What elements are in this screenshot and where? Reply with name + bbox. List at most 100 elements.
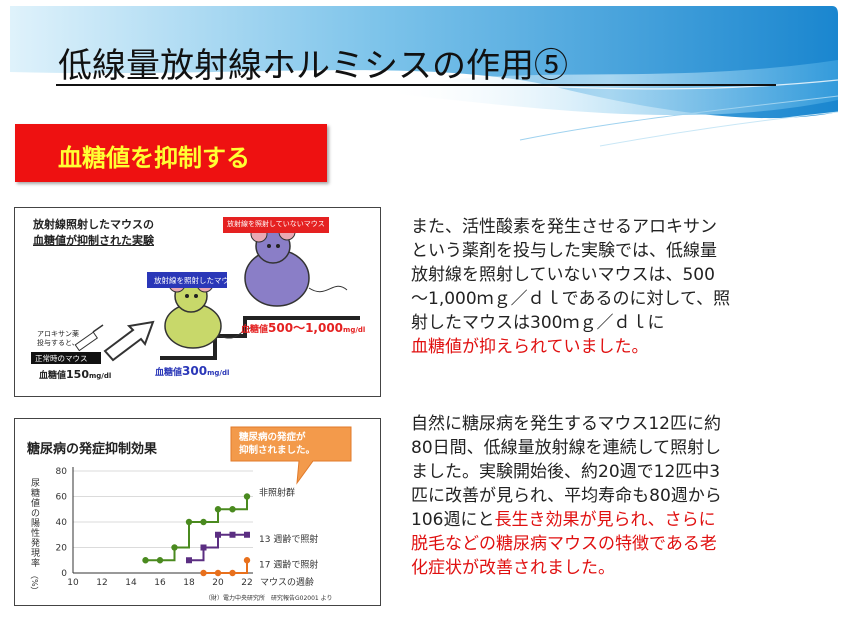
data-point bbox=[200, 544, 207, 551]
svg-text:ﾟ ﾟ: ﾟ ﾟ bbox=[293, 230, 304, 241]
callout-line2: 抑制されました。 bbox=[239, 445, 316, 456]
ylabel-char: 値 bbox=[31, 499, 41, 509]
para1-highlight: 血糖値が抑えられていました。 bbox=[411, 337, 649, 357]
fig1-heading-line2: 血糖値が抑制された実験 bbox=[33, 234, 154, 247]
data-point bbox=[156, 557, 164, 564]
syringe-icon bbox=[74, 324, 104, 352]
data-point bbox=[229, 506, 236, 513]
fig1-heading-line1: 放射線照射したマウスの bbox=[33, 218, 154, 231]
para2-line: 80日間、低線量放射線を連続して照射し bbox=[411, 438, 722, 458]
alloxan-line2: 投与すると、 bbox=[37, 339, 79, 347]
para2-line: 自然に糖尿病を発生するマウス12匹に約 bbox=[411, 414, 721, 434]
mouse-illustration: ﾟ ﾟ bbox=[31, 217, 380, 396]
series-label: 17 週齢で照射 bbox=[259, 558, 318, 570]
series-line bbox=[203, 560, 248, 574]
x-tick-label: 18 bbox=[183, 578, 195, 588]
series-line bbox=[145, 496, 248, 562]
glucose-irr-prefix: 血糖値 bbox=[155, 368, 183, 378]
alloxan-line1: アロキサン薬 bbox=[37, 330, 79, 338]
x-tick-label: 16 bbox=[154, 578, 166, 588]
glucose-not-irradiated: 血糖値500～1,000mg/dl bbox=[241, 319, 365, 336]
callout-line1: 糖尿病の発症が bbox=[239, 432, 306, 443]
data-point bbox=[243, 557, 251, 564]
y-tick-label: 20 bbox=[56, 544, 68, 554]
glucose-normal-value: 150 bbox=[66, 368, 89, 381]
series-label: 13 週齢で照射 bbox=[259, 533, 318, 545]
glucose-notirr-value: 500～1,000 bbox=[268, 321, 344, 335]
label-not-irradiated: 放射線を照射していないマウス bbox=[227, 220, 325, 228]
line-chart: 0 20 40 60 80 10 12 14 16 18 20 22 マウスの週齢 非照射群 13 週齢で… bbox=[56, 467, 318, 588]
y-tick-label: 40 bbox=[56, 518, 68, 528]
chart-source: （財）電力中央研究所 研究報告G02001 より bbox=[205, 595, 333, 602]
glucose-normal-prefix: 血糖値 bbox=[39, 371, 67, 381]
data-point bbox=[200, 569, 207, 577]
label-irradiated: 放射線を照射したマウス bbox=[154, 276, 237, 285]
ylabel-char: 尿 bbox=[31, 479, 41, 489]
data-point bbox=[214, 506, 222, 513]
glucose-normal-unit: mg/dl bbox=[88, 372, 112, 380]
para1-line: という薬剤を投与した実験では、低線量 bbox=[411, 241, 717, 261]
non-irradiated-mouse-icon: ﾟ ﾟ bbox=[244, 223, 348, 307]
data-point bbox=[186, 557, 192, 564]
callout-bubble bbox=[230, 426, 352, 485]
glucose-notirr-unit: mg/dl bbox=[343, 326, 366, 334]
chart-heading: 糖尿病の発症抑制効果 bbox=[27, 442, 158, 457]
data-point bbox=[185, 518, 193, 526]
ylabel-char: 性 bbox=[31, 529, 41, 539]
ylabel-char: の bbox=[31, 509, 41, 519]
ylabel-char: 糖 bbox=[31, 489, 41, 499]
y-tick-label: 80 bbox=[56, 467, 68, 477]
data-point bbox=[229, 569, 236, 577]
figure-diabetes-chart: 糖尿病の発症抑制効果 糖尿病の発症が 抑制されました。 尿 糖 値 の 陽 性 … bbox=[14, 418, 381, 606]
x-tick-label: 14 bbox=[125, 578, 137, 588]
para1-line: ～1,000ｍｇ／ｄｌであるのに対して、照 bbox=[411, 289, 731, 309]
x-tick-label: 22 bbox=[241, 578, 252, 588]
ylabel-char: 発 bbox=[31, 539, 41, 549]
data-point bbox=[200, 518, 207, 526]
normal-mouse-label: 正常時のマウス bbox=[35, 354, 88, 363]
para2-highlight: 脱毛などの糖尿病マウスの特徴である老 bbox=[411, 534, 717, 554]
glucose-irr-value: 300 bbox=[182, 364, 208, 378]
data-point bbox=[142, 557, 149, 564]
slide-title: 低線量放射線ホルミシスの作用⑤ bbox=[58, 46, 568, 86]
glucose-irradiated: 血糖値300mg/dl bbox=[155, 364, 229, 378]
data-point bbox=[243, 493, 251, 500]
subtitle-box: 血糖値を抑制する bbox=[15, 124, 327, 182]
para1-line: 射したマウスは300ｍｇ／ｄｌに bbox=[411, 313, 665, 333]
para2-text: 106週にと bbox=[411, 510, 495, 530]
ylabel-char: 現 bbox=[31, 549, 41, 559]
ylabel-char: 率 bbox=[31, 559, 41, 569]
title-underline bbox=[56, 84, 776, 86]
wave-header-decoration bbox=[10, 6, 839, 147]
figure-mouse-experiment: ﾟ ﾟ 放射線照射したマウスの 血糖値が抑制された実験 放射線を照射していないマ… bbox=[14, 207, 381, 397]
para1-line: また、活性酸素を発生させるアロキサン bbox=[411, 217, 717, 237]
para2-highlight: 化症状が改善されました。 bbox=[411, 558, 615, 578]
data-point bbox=[214, 569, 222, 577]
para2-highlight: 長生き効果が見られ、さらに bbox=[494, 510, 716, 530]
x-tick-label: 20 bbox=[212, 578, 224, 588]
paragraph-experiment-2: 自然に糖尿病を発生するマウス12匹に約 80日間、低線量放射線を連続して照射し … bbox=[411, 412, 816, 580]
para2-line: ました。実験開始後、約20週で12匹中3 bbox=[411, 462, 721, 482]
paragraph-experiment-1: また、活性酸素を発生させるアロキサン という薬剤を投与した実験では、低線量 放射… bbox=[411, 215, 816, 359]
x-axis-label: マウスの週齢 bbox=[251, 576, 314, 588]
data-point bbox=[171, 544, 178, 551]
data-point bbox=[215, 531, 221, 538]
para2-line: 匹に改善が見られ、平均寿命も80週から bbox=[411, 486, 722, 506]
series-label: 非照射群 bbox=[259, 487, 295, 499]
glucose-normal: 血糖値150mg/dl bbox=[39, 368, 111, 381]
para2-line-mixed: 106週にと長生き効果が見られ、さらに bbox=[411, 508, 816, 532]
y-tick-label: 0 bbox=[61, 569, 67, 579]
x-tick-label: 12 bbox=[96, 578, 107, 588]
glucose-irr-unit: mg/dl bbox=[207, 369, 230, 377]
para1-line: 放射線を照射していないマウスは、500 bbox=[411, 265, 715, 285]
y-tick-label: 60 bbox=[56, 493, 68, 503]
data-point bbox=[229, 531, 236, 538]
data-point bbox=[244, 531, 250, 538]
ylabel-char: 陽 bbox=[31, 519, 41, 529]
subtitle-text: 血糖値を抑制する bbox=[58, 143, 250, 172]
ylabel-unit: （%） bbox=[30, 571, 39, 595]
glucose-notirr-prefix: 血糖値 bbox=[241, 325, 269, 335]
x-tick-label: 10 bbox=[67, 578, 79, 588]
chart-ylabel: 尿 糖 値 の 陽 性 発 現 率 bbox=[31, 479, 43, 569]
